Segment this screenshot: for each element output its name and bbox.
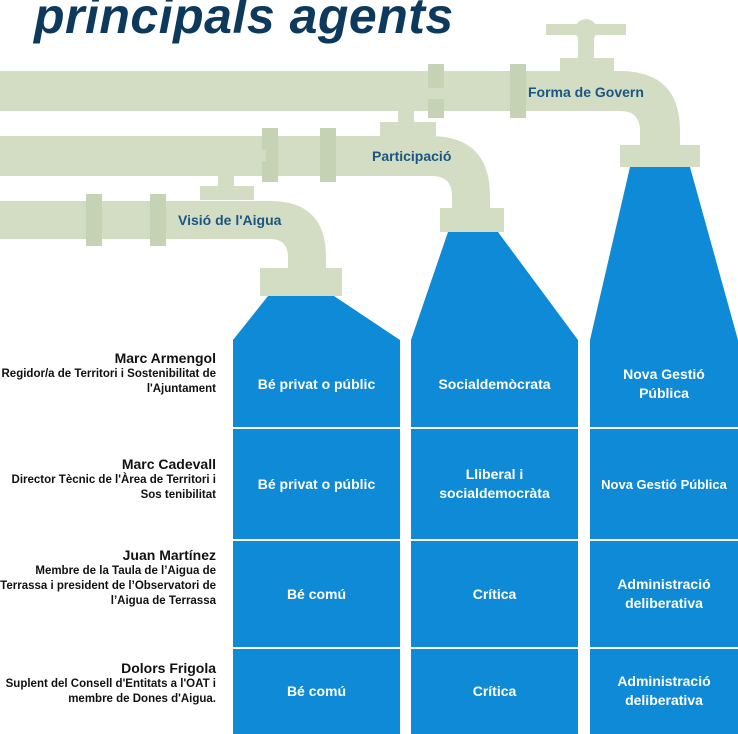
person-frigola: Dolors Frigola Suplent del Consell d'Ent… <box>0 660 216 707</box>
pipe-forma-de-govern <box>0 19 700 167</box>
water-column-3 <box>590 167 738 734</box>
person-role: Regidor/a de Territori i Sostenibilitat … <box>1 368 217 395</box>
person-name: Dolors Frigola <box>121 660 216 676</box>
person-name: Juan Martínez <box>122 547 216 563</box>
water-column-1 <box>233 296 400 734</box>
person-name: Marc Cadevall <box>121 456 216 472</box>
cell-r4-c2: Crítica <box>472 682 517 699</box>
cell-r2-c3: Nova Gestió Pública <box>601 476 727 492</box>
water-column-2 <box>411 232 578 734</box>
cell-r1-c2: Socialdemòcrata <box>438 375 551 392</box>
person-role: Director Tècnic de l'Àrea de Territori i… <box>11 474 216 501</box>
cell-r4-c1: Bé comú <box>286 682 347 699</box>
pipe-visio-aigua <box>0 147 342 296</box>
cell-r2-c2: Lliberal i socialdemocràta <box>439 466 550 501</box>
person-name: Marc Armengol <box>114 350 216 366</box>
cell-r4-c3: Administració deliberativa <box>617 673 711 708</box>
page-title: principals agents <box>34 0 454 44</box>
pipe-participacio <box>0 83 504 232</box>
person-role: Membre de la Taula de l’Aigua de Terrass… <box>0 565 216 607</box>
person-martinez: Juan Martínez Membre de la Taula de l’Ai… <box>0 547 216 609</box>
person-cadevall: Marc Cadevall Director Tècnic de l'Àrea … <box>0 456 216 503</box>
cell-r3-c3: Administració deliberativa <box>617 576 711 611</box>
pipe-label-visio: Visió de l'Aigua <box>178 212 282 228</box>
person-armengol: Marc Armengol Regidor/a de Territori i S… <box>0 350 217 397</box>
cell-r1-c1: Bé privat o públic <box>257 375 376 392</box>
cell-r1-c3: Nova Gestió Pública <box>623 366 705 401</box>
pipe-label-forma-govern: Forma de Govern <box>528 84 644 100</box>
row-dividers <box>233 427 738 649</box>
cell-r3-c2: Crítica <box>472 585 517 602</box>
pipe-label-participacio: Participació <box>372 148 452 164</box>
cell-r2-c1: Bé privat o públic <box>257 475 376 492</box>
person-role: Suplent del Consell d'Entitats a l'OAT i… <box>5 678 216 705</box>
cell-r3-c1: Bé comú <box>286 585 347 602</box>
